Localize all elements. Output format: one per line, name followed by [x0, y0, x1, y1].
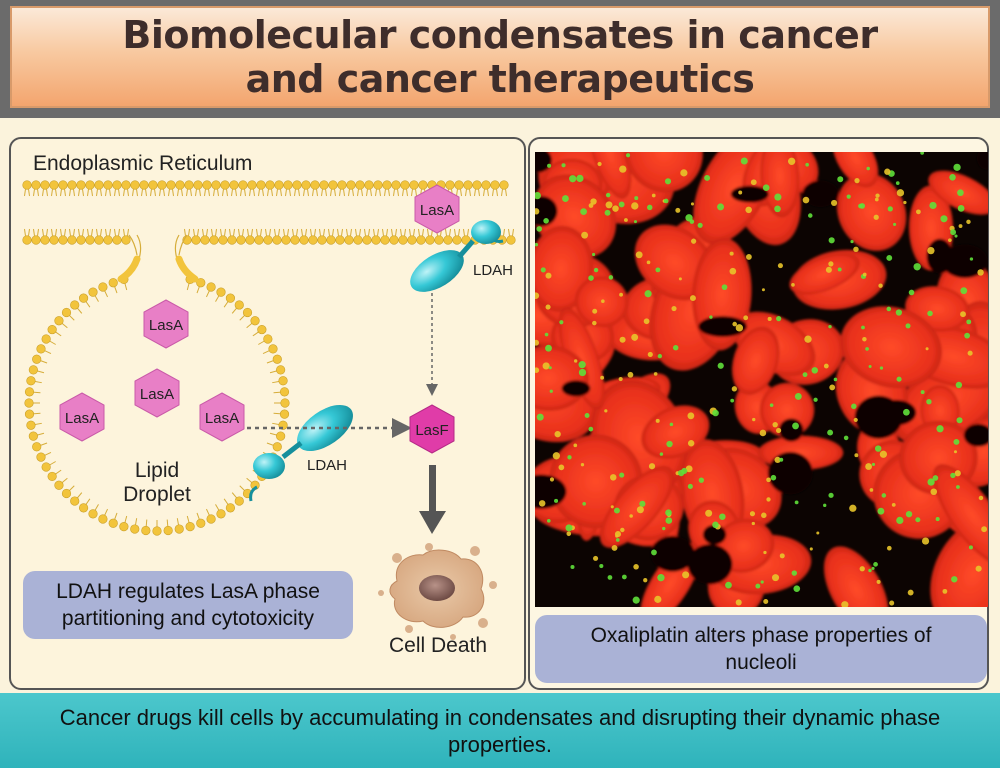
ldah-lasa-diagram: Endoplasmic Reticulum Lipid Droplet LasA… — [22, 152, 516, 657]
lasa-hexagon: LasA — [134, 368, 180, 418]
svg-text:LasA: LasA — [65, 410, 99, 427]
right-caption-text: Oxaliplatin alters phase properties of n… — [590, 624, 932, 674]
er-label: Endoplasmic Reticulum — [33, 152, 252, 175]
cell-death-label: Cell Death — [389, 634, 487, 657]
ldah-protein-droplet — [249, 404, 353, 502]
page-title: Biomolecular condensates in cancer and c… — [122, 13, 878, 101]
death-arrow — [419, 465, 446, 534]
lipid-droplet — [24, 255, 290, 536]
svg-text:LasA: LasA — [149, 317, 183, 334]
svg-text:LasF: LasF — [415, 422, 448, 439]
footer-banner: Cancer drugs kill cells by accumulating … — [0, 693, 1000, 768]
ldah-label-er: LDAH — [473, 262, 513, 279]
svg-text:LasA: LasA — [205, 410, 239, 427]
nucleoli-micrograph — [535, 152, 988, 607]
ldah-label-droplet: LDAH — [307, 457, 347, 474]
lasf-hexagon: LasF — [409, 404, 455, 454]
right-caption: Oxaliplatin alters phase properties of n… — [535, 615, 987, 683]
svg-text:LasA: LasA — [140, 386, 174, 403]
svg-text:LasA: LasA — [420, 202, 454, 219]
lasa-hexagon: LasA — [143, 299, 189, 349]
title-banner: Biomolecular condensates in cancer and c… — [10, 6, 990, 108]
left-caption-text: LDAH regulates LasA phase partitioning a… — [56, 580, 320, 630]
lipid-droplet-label-line1: Lipid — [135, 459, 179, 482]
left-caption: LDAH regulates LasA phase partitioning a… — [23, 571, 353, 639]
ldah-protein-er — [410, 220, 504, 292]
footer-text: Cancer drugs kill cells by accumulating … — [59, 704, 941, 757]
lasa-hexagon-er: LasA — [414, 184, 460, 234]
dying-cell-icon — [378, 543, 497, 640]
lasa-hexagon: LasA — [59, 392, 105, 442]
lipid-droplet-label-line2: Droplet — [123, 483, 191, 506]
lasa-hexagon: LasA — [199, 392, 245, 442]
